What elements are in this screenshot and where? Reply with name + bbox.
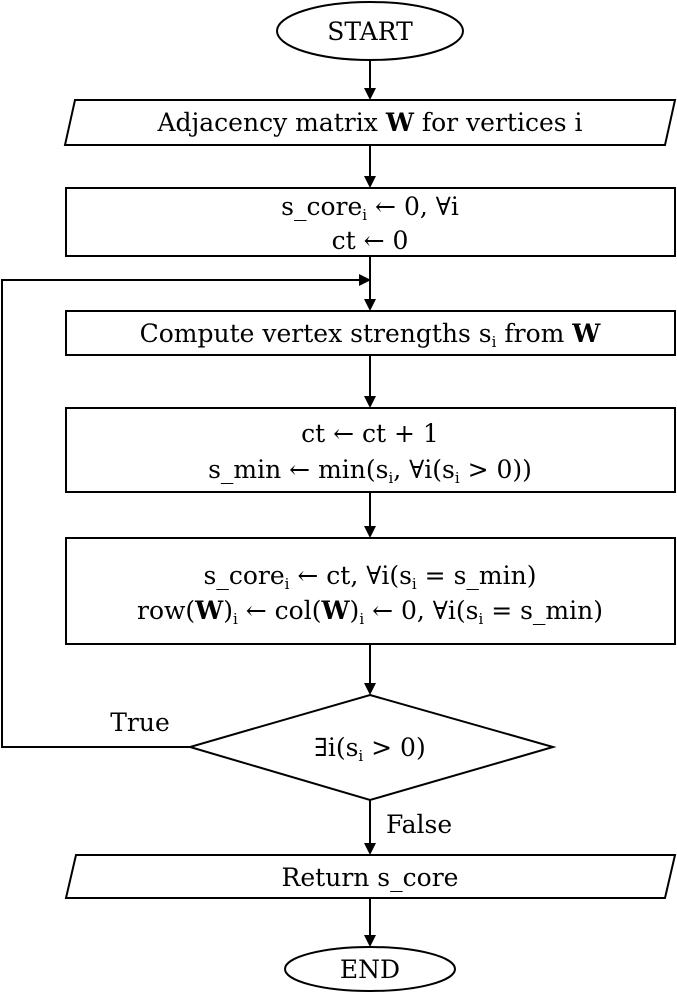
edge-loop-back-true (1, 279, 359, 748)
arrowhead (364, 526, 376, 538)
update-part-b: , ∀i(s (393, 455, 455, 484)
decision-part-a: ∃i(s (314, 733, 358, 762)
end-label: END (340, 955, 400, 984)
input-label: Adjacency matrix W for vertices i (156, 108, 582, 137)
update-line-1: ct ← ct + 1 (301, 419, 439, 448)
assign-sub-5: i (478, 610, 483, 628)
arrowhead (364, 396, 376, 408)
assign-2c: ← col( (238, 596, 322, 625)
decision-label: ∃i(si > 0) (314, 733, 425, 765)
input-label-suffix: for vertices i (414, 108, 583, 137)
assign-sub-3: i (233, 610, 238, 628)
compute-subscript: i (492, 333, 497, 351)
input-label-prefix: Adjacency matrix (156, 108, 385, 137)
compute-strengths-box (65, 310, 676, 356)
edge-label-true: True (110, 708, 170, 737)
assign-sub-4: i (359, 610, 364, 628)
assign-1c: = s_min) (417, 561, 537, 590)
assign-line-2: row(W)i ← col(W)i ← 0, ∀i(si = s_min) (137, 596, 603, 628)
edge-label-false: False (386, 810, 452, 839)
matrix-w-symbol: W (571, 319, 601, 348)
assign-2d: ) (350, 596, 360, 625)
assign-2b: ) (223, 596, 233, 625)
assign-2f: = s_min) (483, 596, 603, 625)
update-line-2: s_min ← min(si, ∀i(si > 0)) (208, 455, 532, 487)
assign-1a: s_core (204, 561, 285, 590)
compute-label: Compute vertex strengths si from W (140, 319, 602, 351)
output-parallelogram (64, 854, 677, 899)
assign-2e: ← 0, ∀i(s (364, 596, 478, 625)
update-min-box (65, 407, 676, 493)
assign-1b: ← ct, ∀i(s (289, 561, 411, 590)
compute-prefix: Compute vertex strengths s (140, 319, 492, 348)
matrix-w-symbol: W (385, 108, 415, 137)
start-label: START (327, 17, 413, 46)
decision-subscript: i (358, 747, 363, 765)
matrix-w-symbol: W (320, 596, 350, 625)
init-process-box (65, 187, 676, 257)
init-var: s_core (281, 192, 362, 221)
arrowhead (364, 299, 376, 311)
update-part-c: > 0)) (460, 455, 532, 484)
arrowhead (364, 88, 376, 100)
arrowhead (364, 176, 376, 188)
assign-sub-1: i (285, 575, 290, 593)
arrowhead (364, 683, 376, 695)
update-subscript-2: i (455, 469, 460, 487)
assign-core-box (65, 537, 676, 645)
assign-sub-2: i (412, 575, 417, 593)
end-terminal (284, 946, 456, 992)
arrowhead (364, 935, 376, 947)
compute-mid: from (496, 319, 572, 348)
arrowhead (364, 843, 376, 855)
init-subscript: i (362, 206, 367, 224)
update-subscript-1: i (388, 469, 393, 487)
assign-line-1: s_corei ← ct, ∀i(si = s_min) (204, 561, 537, 593)
init-line-2: ct ← 0 (332, 226, 409, 255)
update-part-a: s_min ← min(s (208, 455, 388, 484)
init-assign: ← 0, ∀i (367, 192, 459, 221)
output-label: Return s_core (282, 863, 459, 892)
arrowhead (359, 274, 371, 286)
assign-2a: row( (137, 596, 195, 625)
init-line-1: s_corei ← 0, ∀i (281, 192, 459, 224)
matrix-w-symbol: W (194, 596, 224, 625)
input-parallelogram (63, 99, 677, 146)
decision-part-b: > 0) (363, 733, 426, 762)
